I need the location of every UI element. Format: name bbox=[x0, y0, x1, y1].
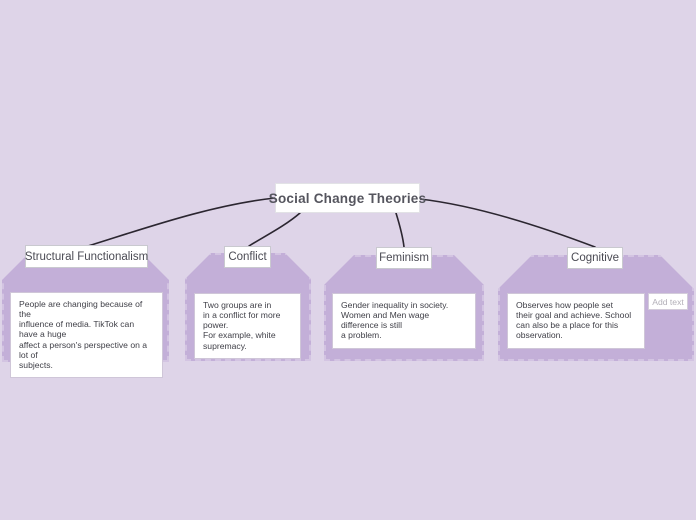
branch-text-structural-functionalism[interactable]: People are changing because of the influ… bbox=[10, 292, 163, 378]
branch-text-conflict[interactable]: Two groups are in in a conflict for more… bbox=[194, 293, 301, 359]
add-text-placeholder[interactable]: Add text bbox=[648, 293, 688, 310]
root-edge-structural-functionalism bbox=[87, 197, 276, 247]
branch-text-feminism[interactable]: Gender inequality in society. Women and … bbox=[332, 293, 476, 349]
branch-label-cognitive[interactable]: Cognitive bbox=[567, 247, 623, 269]
branch-label-structural-functionalism[interactable]: Structural Functionalism bbox=[25, 245, 148, 268]
root-node[interactable]: Social Change Theories bbox=[269, 183, 426, 213]
root-edge-cognitive bbox=[419, 198, 596, 248]
root-edge-feminism bbox=[395, 212, 405, 248]
branch-label-conflict[interactable]: Conflict bbox=[224, 246, 271, 268]
root-edge-conflict bbox=[248, 212, 301, 247]
branch-text-cognitive[interactable]: Observes how people set their goal and a… bbox=[507, 293, 645, 349]
branch-label-feminism[interactable]: Feminism bbox=[376, 247, 432, 269]
